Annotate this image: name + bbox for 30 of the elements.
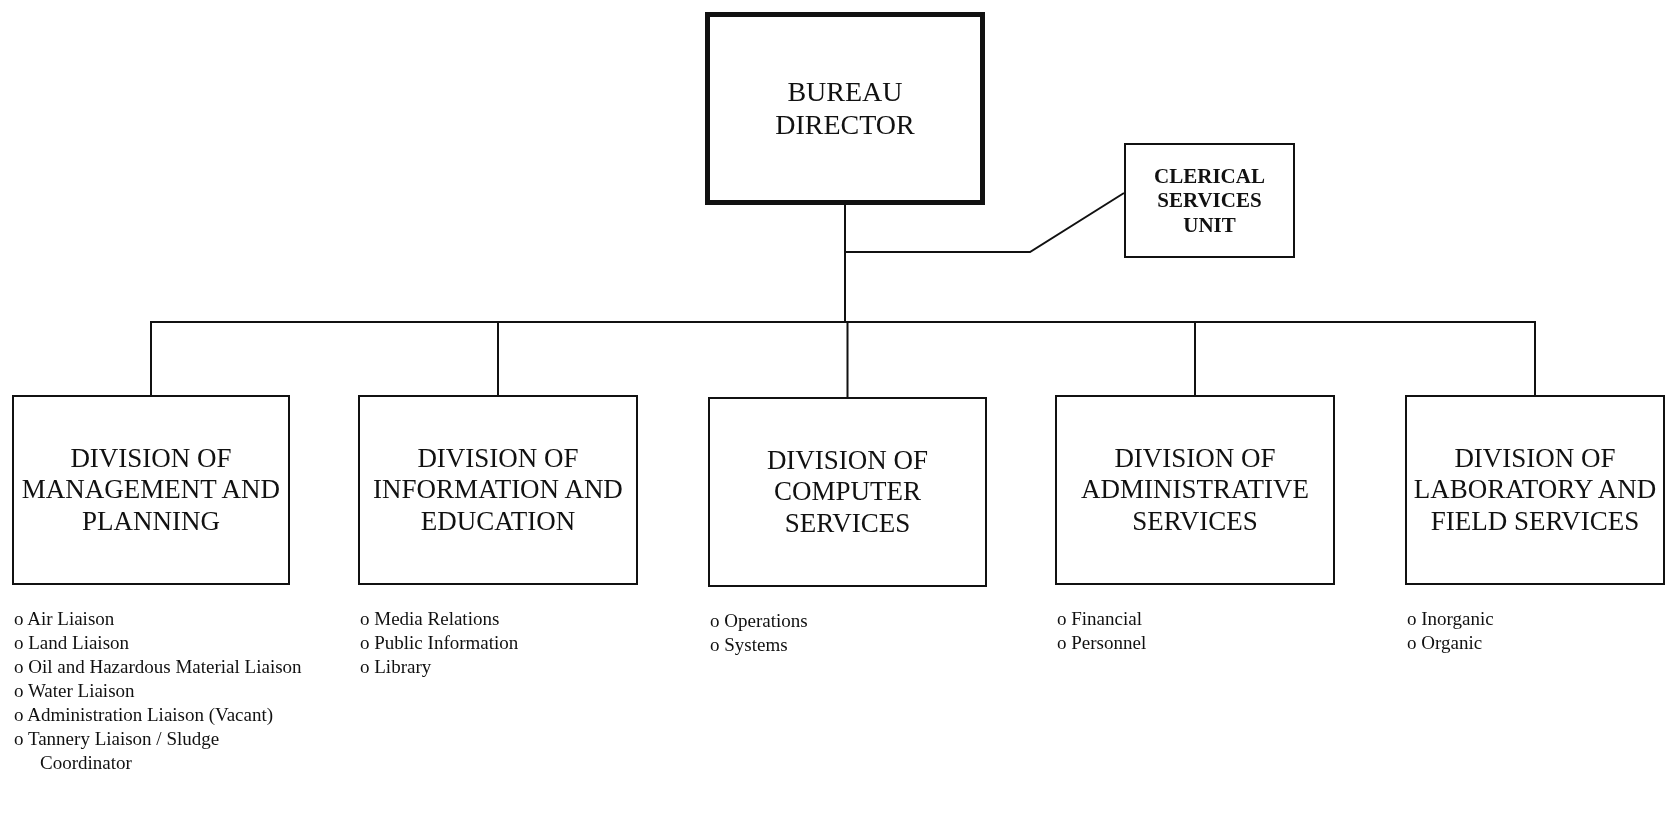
list-item: o Oil and Hazardous Material Liaison <box>14 655 302 679</box>
division-box <box>1405 395 1665 585</box>
box-title: BUREAU DIRECTOR <box>774 76 916 141</box>
list-item: o Land Liaison <box>14 631 131 655</box>
list-item: o Media Relations <box>360 607 501 631</box>
box-title: DIVISION OF LABORATORY AND FIELD SERVICES <box>1412 443 1658 537</box>
division-box <box>708 397 987 587</box>
list-item: o Water Liaison <box>14 679 136 703</box>
division-box <box>358 395 638 585</box>
box-title: DIVISION OF INFORMATION AND EDUCATION <box>372 443 624 537</box>
list-item: o Air Liaison <box>14 607 116 631</box>
list-item: o Personnel <box>1057 631 1148 655</box>
list-item: o Inorganic <box>1407 607 1495 631</box>
box-title: CLERICAL SERVICES UNIT <box>1153 164 1266 237</box>
list-item: o Financial <box>1057 607 1143 631</box>
division-box <box>1055 395 1335 585</box>
box-title: DIVISION OF ADMINISTRATIVE SERVICES <box>1080 443 1310 537</box>
list-item: o Operations <box>710 609 809 633</box>
list-item: o Administration Liaison (Vacant) <box>14 703 275 727</box>
box-title: DIVISION OF MANAGEMENT AND PLANNING <box>20 443 282 537</box>
list-item: o Systems <box>710 633 789 657</box>
box-title: DIVISION OF COMPUTER SERVICES <box>765 445 930 539</box>
list-item: o Organic <box>1407 631 1484 655</box>
division-box <box>12 395 290 585</box>
list-item: o Library <box>360 655 433 679</box>
unit-box <box>1124 143 1295 258</box>
list-item: o Public Information <box>360 631 520 655</box>
director-box <box>705 12 985 205</box>
connector-line <box>844 192 1125 253</box>
list-item: o Tannery Liaison / Sludge Coordinator <box>14 727 221 775</box>
